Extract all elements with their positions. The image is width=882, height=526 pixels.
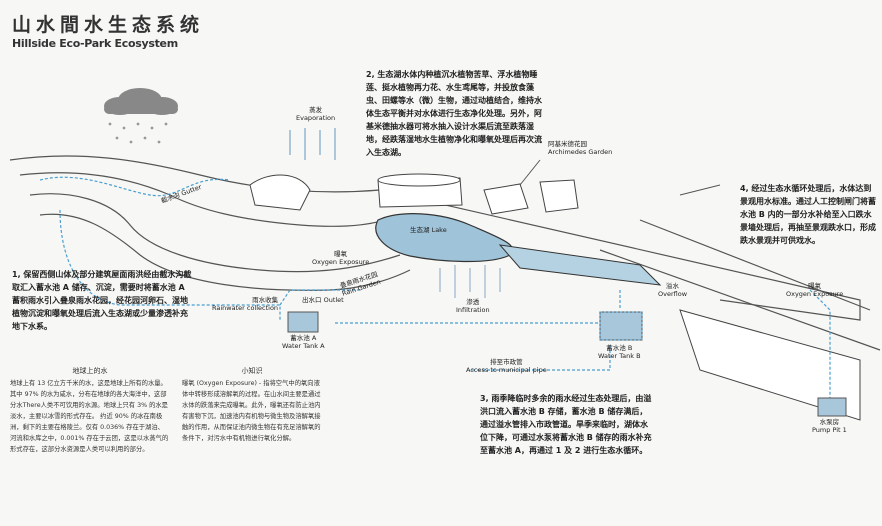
label-lake: 生态湖 Lake bbox=[410, 226, 447, 234]
evaporation-arrows bbox=[289, 128, 336, 160]
buildings bbox=[249, 173, 861, 421]
paragraph-1: 1, 保留西侧山体及部分建筑屋面雨洪经由截水沟截取汇入蓄水池 A 储存、沉淀，需… bbox=[12, 270, 192, 331]
paragraph-4: 4, 经过生态水循环处理后，水体达到景观用水标准。通过人工控制闸门将蓄水池 B … bbox=[740, 184, 876, 245]
lake-water bbox=[375, 213, 514, 263]
water-tank-a-shape bbox=[287, 311, 319, 333]
title-en: Hillside Eco-Park Ecosystem bbox=[12, 37, 178, 50]
label-outlet: 出水口 Outlet bbox=[302, 296, 344, 304]
infiltration-arrows bbox=[439, 265, 501, 298]
leader-line bbox=[519, 159, 541, 186]
note-tip-body: 曝氧 (Oxygen Exposure) - 指将空气中的氧向液体中转移形成溶解… bbox=[182, 380, 321, 442]
pump-pit-shape bbox=[817, 397, 847, 417]
water-flow-lines bbox=[39, 176, 831, 410]
canal-water bbox=[498, 244, 662, 286]
paragraph-3: 3, 雨季降临时多余的雨水经过生态处理后，由溢洪口流入蓄水池 B 存储，蓄水池 … bbox=[480, 394, 652, 455]
note-water-title: 地球上的水 bbox=[72, 367, 108, 375]
note-water-body: 地球上有 13 亿立方千米的水，这是地球上所有的水量。其中 97% 的水为咸水，… bbox=[10, 380, 169, 453]
hill-contours bbox=[9, 155, 881, 351]
paragraph-2: 2, 生态湖水体内种植沉水植物苦草、浮水植物睡莲、挺水植物再力花、水生鸢尾等，并… bbox=[366, 70, 542, 157]
note-tip-title: 小知识 bbox=[241, 367, 263, 375]
water-tank-b-shape bbox=[599, 311, 643, 341]
rain-icon bbox=[108, 122, 168, 144]
title-cn: 山水間水生态系统 bbox=[12, 14, 205, 36]
cloud-icon bbox=[104, 88, 178, 115]
leader-line bbox=[679, 184, 721, 196]
